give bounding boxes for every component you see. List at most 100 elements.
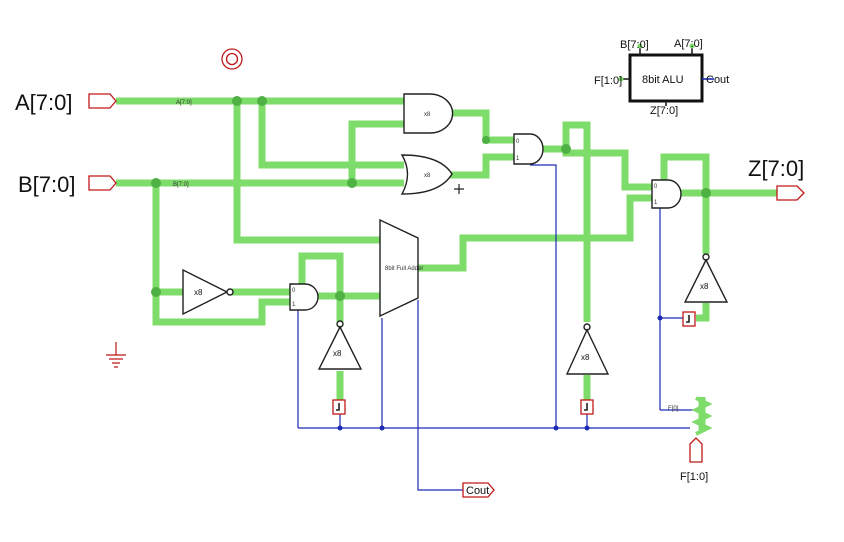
- ground-tick: [336, 403, 340, 411]
- inverter-e-body: [683, 258, 729, 303]
- mux2-sel1: 1: [516, 156, 520, 162]
- pin-cout-shape: [462, 482, 495, 498]
- ground-icon-lines: [106, 342, 126, 368]
- bus-z-top: [660, 153, 710, 193]
- inverter-c-width: x8: [333, 349, 342, 358]
- ground-tick: [686, 315, 690, 323]
- inverter-a-bubble: [226, 288, 234, 296]
- bus-junction: [151, 178, 161, 188]
- inverter-c[interactable]: x8: [317, 320, 363, 415]
- inverter-a-body: [182, 268, 229, 316]
- and-gate-body: [403, 93, 454, 134]
- bus-b-down: [152, 183, 183, 296]
- origin-outer-circle: [221, 48, 243, 70]
- bus-b-to-and: [348, 120, 404, 183]
- inverter-a[interactable]: x8: [182, 268, 234, 316]
- mux2-sel0: 0: [516, 139, 520, 145]
- plus-icon: [454, 184, 464, 194]
- bus-junction: [151, 287, 161, 297]
- alu-pin-a-label: A[7:0]: [674, 38, 703, 50]
- and-gate-width: x8: [424, 112, 431, 118]
- inverter-d[interactable]: x8: [565, 323, 610, 415]
- bus-junction: [232, 96, 242, 106]
- wire-junction: [379, 425, 385, 431]
- bus-not-e-out: [696, 303, 710, 322]
- bus-wires: [116, 97, 777, 430]
- ground-tick: [584, 403, 588, 411]
- alu-pin-f-label: F[1:0]: [594, 75, 622, 87]
- pin-f-shape: [689, 437, 703, 463]
- alu-pin-b-label: B[7:0]: [620, 39, 649, 51]
- inverter-d-body: [565, 328, 610, 375]
- mux1[interactable]: 0 1: [289, 283, 319, 311]
- pin-b-shape: [88, 175, 117, 191]
- bus-junction: [482, 136, 490, 144]
- pin-a-input[interactable]: A[7:0] A[7:0]: [15, 90, 192, 115]
- bus-or-out: [450, 153, 514, 179]
- net-f0-label: F[0]: [668, 406, 679, 412]
- bus-junction: [561, 144, 571, 154]
- bus-a-to-adder: [233, 101, 380, 244]
- pin-f-input[interactable]: F[1:0] F[0]: [668, 396, 713, 483]
- full-adder-body: [379, 218, 419, 318]
- mux-final-sel0: 0: [654, 184, 658, 190]
- bus-a-to-or: [258, 101, 404, 169]
- pin-cout-output[interactable]: Cout: [462, 482, 495, 498]
- alu-pin-b-dot: [637, 43, 643, 49]
- mux-final-body: [651, 179, 682, 209]
- pin-b-label: B[7:0]: [18, 172, 75, 197]
- or-gate-width: x8: [424, 173, 431, 179]
- select-wires: [297, 164, 696, 491]
- mux1-body: [289, 283, 319, 311]
- bus-junction: [701, 188, 711, 198]
- or-gate[interactable]: x8: [400, 154, 464, 195]
- bus-adder-out: [418, 194, 652, 272]
- alu-pin-cout-label: Cout: [706, 74, 729, 86]
- pin-a-shape: [88, 93, 117, 109]
- mux-final[interactable]: 0 1: [651, 179, 682, 209]
- full-adder-label: 8bit Full Adder: [385, 266, 423, 272]
- pin-cout-label: Cout: [466, 485, 489, 497]
- wire-junction: [553, 425, 559, 431]
- alu-symbol-title: 8bit ALU: [642, 74, 684, 86]
- bus-and-out: [452, 109, 514, 144]
- ground-icon: [106, 342, 126, 368]
- bus-mux1-top: [298, 252, 344, 322]
- full-adder[interactable]: 8bit Full Adder: [379, 218, 423, 318]
- pin-z-label: Z[7:0]: [748, 156, 804, 181]
- bus-ripper: [691, 396, 713, 436]
- bus-junction: [347, 178, 357, 188]
- inverter-c-body: [317, 325, 363, 370]
- alu-pin-a-dot: [689, 43, 695, 49]
- bus-mux2-out: [543, 121, 591, 322]
- bus-b-bypass: [152, 292, 290, 326]
- pin-z-shape: [776, 185, 805, 201]
- inverter-a-width: x8: [194, 288, 203, 297]
- pin-b-input[interactable]: B[7:0] B[7:0]: [18, 172, 189, 197]
- inverter-d-width: x8: [581, 353, 590, 362]
- mux2-body: [513, 133, 544, 165]
- alu-symbol[interactable]: 8bit ALU B[7:0] A[7:0] F[1:0] Cout Z[7:0…: [594, 38, 729, 117]
- inverter-e[interactable]: x8: [682, 253, 729, 327]
- wire-sel-mux2: [530, 164, 557, 428]
- and-gate[interactable]: x8: [403, 93, 454, 134]
- mux1-sel0: 0: [292, 288, 296, 294]
- alu-pin-f-dot: [618, 76, 624, 82]
- mux2[interactable]: 0 1: [513, 133, 544, 165]
- mux-final-sel1: 1: [654, 200, 658, 206]
- pin-z-output[interactable]: Z[7:0]: [748, 156, 805, 201]
- pin-a-label: A[7:0]: [15, 90, 72, 115]
- mux1-sel1: 1: [292, 302, 296, 308]
- alu-pin-z-label: Z[7:0]: [650, 105, 678, 117]
- bus-junction: [257, 96, 267, 106]
- inverter-e-width: x8: [700, 282, 709, 291]
- bus-junction: [335, 291, 345, 301]
- wire-junction: [657, 315, 663, 321]
- or-gate-body: [400, 154, 453, 195]
- bus-junctions: [151, 96, 711, 301]
- alu-symbol-box: [628, 53, 704, 103]
- wire-cout: [417, 300, 463, 491]
- origin-marker: [221, 48, 243, 70]
- net-b-label: B[7:0]: [173, 182, 189, 188]
